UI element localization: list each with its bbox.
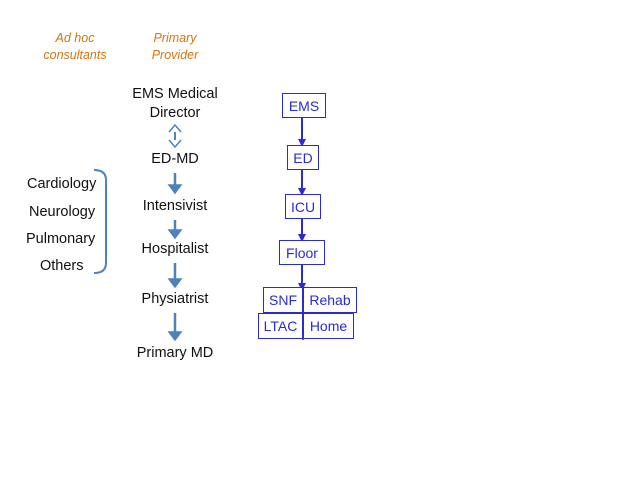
provider-physiatrist: Physiatrist <box>141 291 209 307</box>
consultant-neurology: Neurology <box>29 204 96 220</box>
provider-arrow-1 <box>167 173 183 195</box>
provider-ems-medical-director: EMS Medical Director <box>132 86 218 121</box>
flow-box-home: Home <box>303 313 354 339</box>
primary-provider-header: Primary Provider <box>151 31 199 62</box>
provider-arrow-2 <box>167 220 183 240</box>
provider-intensivist: Intensivist <box>142 198 208 214</box>
provider-arrow-3 <box>167 263 183 289</box>
flow-box-ed: ED <box>287 145 319 170</box>
provider-hospitalist: Hospitalist <box>141 241 209 257</box>
provider-ed-md: ED-MD <box>151 151 199 167</box>
flow-box-ltac: LTAC <box>258 313 303 339</box>
flow-box-ems: EMS <box>282 93 326 118</box>
flow-box-icu: ICU <box>285 194 321 219</box>
consultant-pulmonary: Pulmonary <box>26 231 96 247</box>
provider-arrow-bidirectional <box>168 123 182 149</box>
provider-arrow-4 <box>167 313 183 342</box>
flow-box-floor: Floor <box>279 240 325 265</box>
flow-box-snf: SNF <box>263 287 303 313</box>
consultant-cardiology: Cardiology <box>27 176 97 192</box>
provider-primary-md: Primary MD <box>136 345 214 361</box>
consultant-bracket <box>93 169 107 274</box>
consultant-others: Others <box>40 258 84 274</box>
adhoc-consultants-header: Ad hoc consultants <box>43 31 107 62</box>
flow-box-rehab: Rehab <box>303 287 357 313</box>
